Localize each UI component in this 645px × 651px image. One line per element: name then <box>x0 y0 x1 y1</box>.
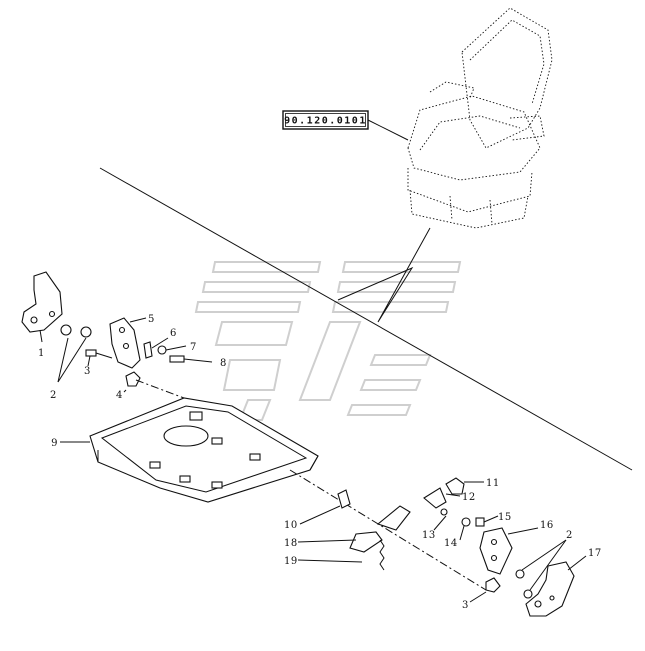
part-3-bolt-right <box>469 577 501 603</box>
callout-5: 5 <box>148 314 155 325</box>
part-15-nut <box>475 515 499 527</box>
callout-9: 9 <box>51 438 58 449</box>
watermark-logo <box>194 261 462 421</box>
part-1-lever <box>21 271 63 343</box>
callout-3: 3 <box>462 600 469 611</box>
callout-14: 14 <box>444 538 458 549</box>
section-line <box>99 167 633 471</box>
axis-line-center <box>289 469 487 591</box>
part-18-trigger <box>297 531 383 553</box>
callout-18: 18 <box>284 538 298 549</box>
part-17-lever <box>525 555 587 617</box>
part-9-base-plate <box>60 397 319 503</box>
callout-labels: 1 2 3 4 5 6 7 8 9 10 11 12 13 14 15 16 2… <box>38 314 602 611</box>
part-10-clip <box>299 489 351 525</box>
part-8-bolt <box>169 355 213 363</box>
part-11-catch <box>445 477 484 495</box>
callout-11: 11 <box>486 478 500 489</box>
part-13-pin <box>433 508 448 531</box>
part-2-screws-right <box>515 539 567 599</box>
part-19-spring <box>297 539 385 571</box>
part-6-spring <box>143 337 169 359</box>
reference-label: 90.120.0101 <box>282 110 409 141</box>
callout-6: 6 <box>170 328 177 339</box>
callout-10: 10 <box>284 520 298 531</box>
part-16-bracket <box>479 527 539 575</box>
callout-19: 19 <box>284 556 298 567</box>
callout-4: 4 <box>116 390 123 401</box>
axis-line-left <box>135 379 185 399</box>
callout-16: 16 <box>540 520 554 531</box>
part-7-washer <box>157 345 187 355</box>
part-4-nut <box>123 371 141 393</box>
part-5-bracket <box>109 317 147 369</box>
part-3-bolt-left <box>85 349 113 367</box>
callout-15: 15 <box>498 512 512 523</box>
callout-13: 13 <box>422 530 436 541</box>
callout-2: 2 <box>50 390 57 401</box>
callout-12: 12 <box>462 492 476 503</box>
part-12-hook <box>423 487 461 509</box>
callout-17: 17 <box>588 548 602 559</box>
callout-1: 1 <box>38 348 45 359</box>
part-latch <box>376 505 411 531</box>
part-2-screws-left <box>57 324 92 383</box>
callout-2: 2 <box>566 530 573 541</box>
callout-7: 7 <box>190 342 197 353</box>
part-14-bushing <box>459 517 471 541</box>
zoom-leader-line <box>337 227 431 323</box>
callout-3: 3 <box>84 366 91 377</box>
callout-8: 8 <box>220 358 227 369</box>
seat-illustration <box>407 7 553 229</box>
reference-label-text: 90.120.0101 <box>284 116 367 127</box>
